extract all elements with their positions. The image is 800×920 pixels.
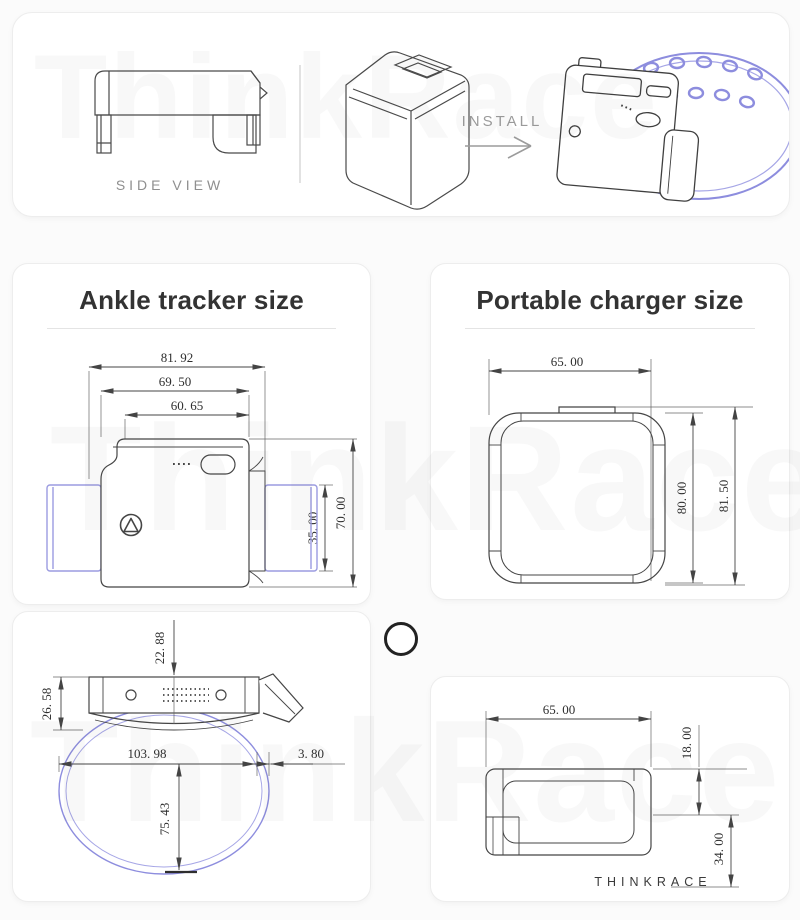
charger-card-title: Portable charger size [476,285,744,315]
install-label: INSTALL [462,113,543,130]
banner-drawing: SIDE VIEW INSTALL [94,51,789,210]
dim-charger-side-width: 65. 00 [543,702,576,717]
center-circle-icon [384,622,418,656]
ankle-card-title: Ankle tracker size [79,285,304,315]
isometric-view-drawing [345,51,470,210]
charger-body [488,406,666,584]
dim-device-thickness: 22. 88 [152,632,167,665]
dim-band-width: 103. 98 [128,746,167,761]
dim-strap-height: 35. 00 [305,512,320,545]
install-arrow-icon [465,136,532,159]
dim-side-height: 26. 58 [39,688,54,721]
dim-band-thickness: 3. 80 [298,746,324,761]
band-side-drawing: 22. 88 26. 58 103. 98 3. 80 75. 43 [39,620,345,875]
dim-charger-inner-height: 80. 00 [674,482,689,515]
dim-outer-width: 81. 92 [161,350,194,365]
band-ellipse [58,707,270,875]
band-side-view-card: 22. 88 26. 58 103. 98 3. 80 75. 43 [12,611,371,902]
tracker-body [100,438,266,588]
product-views-banner: SIDE VIEW INSTALL [12,12,790,217]
charger-title-divider [465,328,755,329]
charger-side-view-card: 65. 00 18. 00 34. 00 THINKRACE [430,676,790,902]
triangle-icon [119,513,143,537]
band-device-body [88,673,304,731]
ankle-tracker-size-card: Ankle tracker size 81. 92 69. 50 [12,263,371,605]
dim-mid-width: 69. 50 [159,374,192,389]
dim-body-height: 70. 00 [333,497,348,530]
mounted-tracker-drawing [556,57,700,202]
brand-label: THINKRACE [594,875,711,889]
charger-front-drawing: 65. 00 80. 00 81. 50 [488,354,753,586]
side-view-label: SIDE VIEW [116,177,224,193]
dim-charger-outer-height: 81. 50 [716,480,731,513]
charger-side-body [485,768,652,856]
dim-inner-width: 60. 65 [171,398,204,413]
ankle-front-drawing: 81. 92 69. 50 60. 65 35. 00 70. 00 [46,350,357,588]
dim-charger-width: 65. 00 [551,354,584,369]
dim-cap-height: 18. 00 [679,727,694,760]
portable-charger-size-card: Portable charger size 65. 00 80. 00 81. … [430,263,790,600]
charger-side-drawing: 65. 00 18. 00 34. 00 THINKRACE [485,702,747,889]
ankle-title-divider [47,328,336,329]
dim-body-height: 34. 00 [711,833,726,866]
side-view-drawing [94,70,268,154]
dim-band-height: 75. 43 [157,803,172,836]
